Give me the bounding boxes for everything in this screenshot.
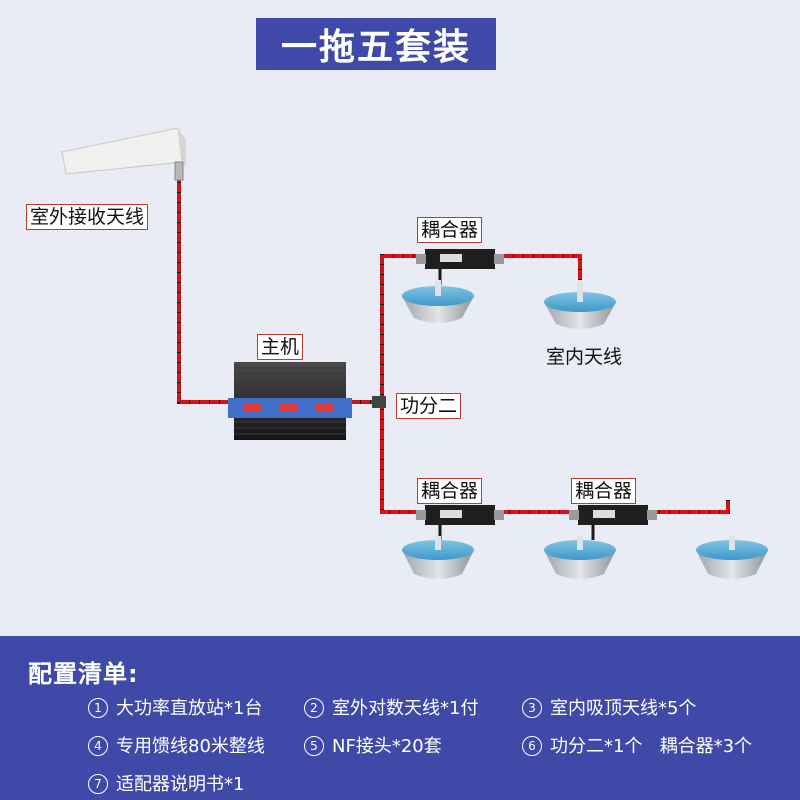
cables xyxy=(177,173,730,514)
indoor-antenna-label: 室内天线 xyxy=(546,346,623,368)
page-title: 一拖五套装 xyxy=(256,18,496,70)
item-number: 6 xyxy=(522,736,542,756)
config-item: 5 NF接头*20套 xyxy=(304,732,442,758)
config-item: 4 专用馈线80米整线 xyxy=(88,732,265,758)
coupler-lower-1 xyxy=(416,505,504,540)
indoor-antenna-2 xyxy=(544,282,616,329)
host-label: 主机 xyxy=(257,334,304,360)
outdoor-antenna xyxy=(61,127,186,181)
indoor-antenna-1 xyxy=(402,280,474,323)
coupler-label-upper: 耦合器 xyxy=(417,217,483,243)
item-text: 室内吸顶天线*5个 xyxy=(550,698,697,719)
outdoor-antenna-label: 室外接收天线 xyxy=(26,204,149,230)
coupler-lower-2 xyxy=(569,505,657,540)
indoor-antenna-4 xyxy=(544,536,616,579)
splitter-device xyxy=(372,396,386,408)
config-item: 1 大功率直放站*1台 xyxy=(88,694,262,720)
item-number: 7 xyxy=(88,774,108,794)
item-number: 4 xyxy=(88,736,108,756)
coupler-label-lower-1: 耦合器 xyxy=(417,478,483,504)
item-text: NF接头*20套 xyxy=(332,736,442,757)
splitter-label: 功分二 xyxy=(396,393,462,419)
config-item: 2 室外对数天线*1付 xyxy=(304,694,478,720)
cable-lower-branch xyxy=(380,400,730,514)
coupler-upper xyxy=(416,249,504,285)
item-text: 专用馈线80米整线 xyxy=(116,736,265,757)
system-diagram xyxy=(61,127,768,579)
item-text: 适配器说明书*1 xyxy=(116,774,245,795)
item-text: 大功率直放站*1台 xyxy=(116,698,263,719)
config-list-title: 配置清单: xyxy=(28,660,139,688)
config-item: 3 室内吸顶天线*5个 xyxy=(522,694,696,720)
item-number: 3 xyxy=(522,698,542,718)
item-number: 2 xyxy=(304,698,324,718)
config-list-panel: 配置清单: 1 大功率直放站*1台 2 室外对数天线*1付 3 室内吸顶天线*5个 4… xyxy=(0,636,800,800)
item-text: 室外对数天线*1付 xyxy=(332,698,479,719)
cable-outdoor-to-host xyxy=(177,173,238,404)
indoor-antenna-5 xyxy=(696,536,768,579)
config-item: 6 功分二*1个 耦合器*3个 xyxy=(522,732,752,758)
coupler-label-lower-2: 耦合器 xyxy=(571,478,637,504)
config-item: 7 适配器说明书*1 xyxy=(88,770,244,796)
indoor-antenna-3 xyxy=(402,536,474,579)
repeater-host xyxy=(228,362,352,440)
item-number: 1 xyxy=(88,698,108,718)
item-number: 5 xyxy=(304,736,324,756)
item-text: 功分二*1个 耦合器*3个 xyxy=(550,736,753,757)
cable-upper-branch xyxy=(380,254,582,404)
